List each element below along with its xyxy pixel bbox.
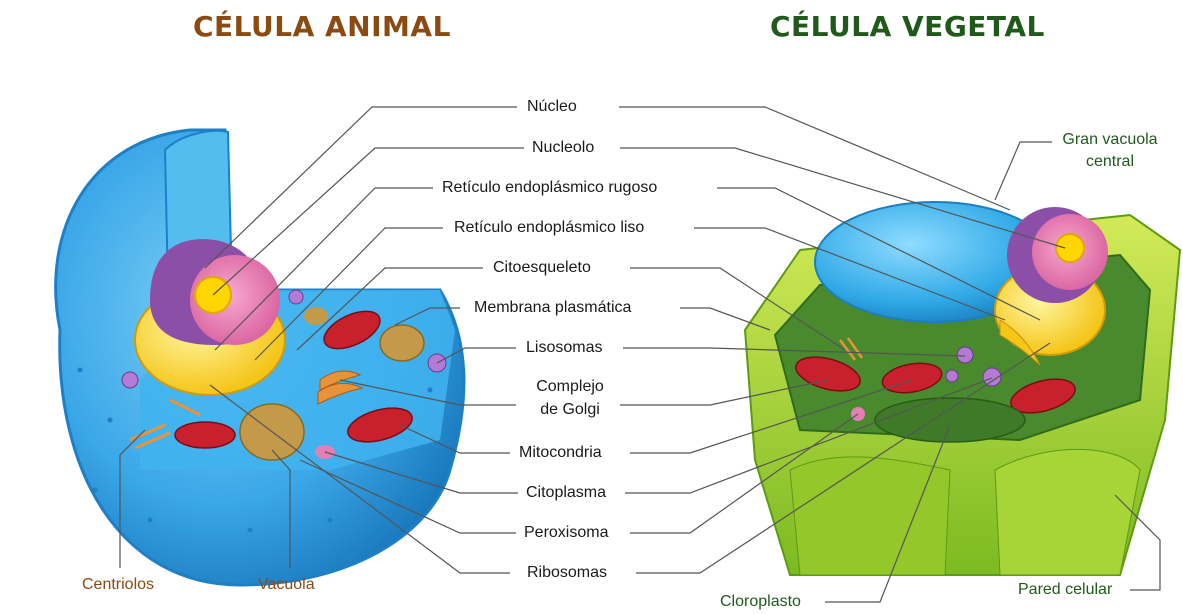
label-cloroplasto: Cloroplasto [720,592,801,612]
label-vacuola: Vacuola [258,575,315,595]
label-gran-vacuola-line2: central [1055,152,1165,172]
label-golgi-line2: de Golgi [530,400,610,420]
label-centriolos: Centriolos [82,575,154,595]
plant-chloroplast [875,398,1025,442]
animal-cell [56,130,464,585]
label-membrana-plasmatica: Membrana plasmática [474,298,631,318]
label-gran-vacuola-line1: Gran vacuola [1055,130,1165,150]
label-pared-celular: Pared celular [1018,580,1112,600]
label-nucleolo: Nucleolo [532,138,594,158]
label-ribosomas: Ribosomas [527,563,607,583]
plant-nucleolus [1056,234,1084,262]
label-mitocondria: Mitocondria [519,443,602,463]
label-citoplasma: Citoplasma [526,483,606,503]
label-peroxisoma: Peroxisoma [524,523,608,543]
label-reticulo-rugoso: Retículo endoplásmico rugoso [442,178,657,198]
label-lisosomas: Lisosomas [526,338,602,358]
plant-cell [745,202,1180,575]
label-citoesqueleto: Citoesqueleto [493,258,591,278]
label-nucleo: Núcleo [527,97,577,117]
label-golgi-line1: Complejo [530,377,610,397]
label-reticulo-liso: Retículo endoplásmico liso [454,218,644,238]
